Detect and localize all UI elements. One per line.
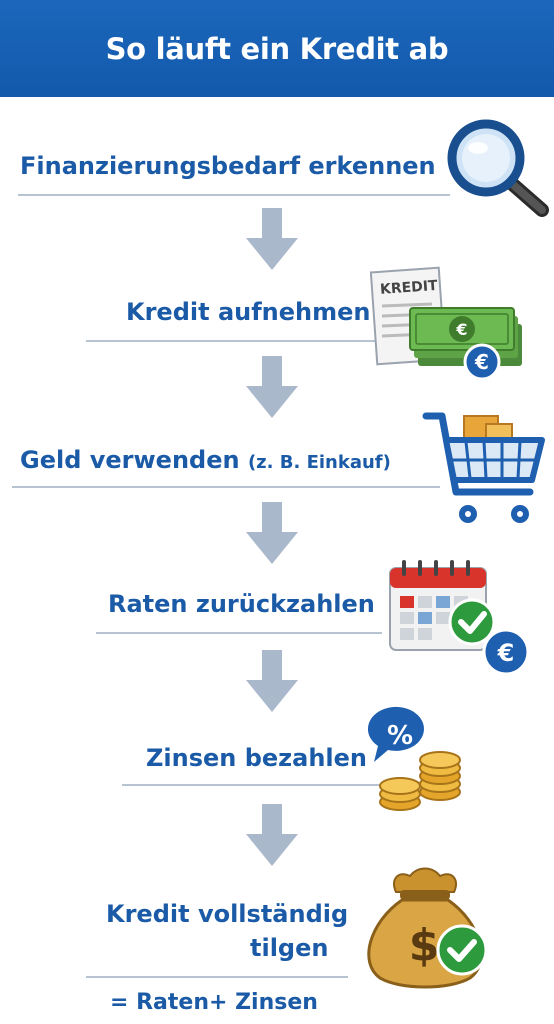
step-4-label: Raten zurückzahlen <box>108 590 375 618</box>
step-6-label-line1: Kredit vollständig <box>106 900 348 928</box>
shopping-cart-icon <box>422 412 545 523</box>
flow-arrow-4 <box>246 650 298 712</box>
percent-coins-icon: % <box>367 706 461 811</box>
percent-bubble-text: % <box>387 721 413 751</box>
euro-badge-2: € <box>497 639 515 667</box>
step-3-text: Geld verwenden <box>20 446 240 474</box>
page-title: So läuft ein Kredit ab <box>105 31 449 66</box>
flow-arrow-2 <box>246 356 298 418</box>
step-4-underline <box>96 632 382 634</box>
title-banner: So läuft ein Kredit ab <box>0 0 554 97</box>
step-5-text: Zinsen bezahlen <box>146 744 368 772</box>
flow-arrow-1 <box>246 208 298 270</box>
magnifier-icon <box>447 119 549 217</box>
document-label: KREDIT <box>380 278 439 298</box>
step-4-text: Raten zurückzahlen <box>108 590 375 618</box>
footer-formula: = Raten+ Zinsen <box>110 990 318 1015</box>
money-bag-check-icon: $ <box>367 867 488 989</box>
euro-badge: € <box>474 350 489 374</box>
dollar-sign: $ <box>409 920 440 971</box>
step-1-text: Finanzierungsbedarf erkennen <box>20 152 436 180</box>
step-6-label-line2: tilgen <box>250 934 328 962</box>
step-1-underline <box>18 194 450 196</box>
step-2-label: Kredit aufnehmen <box>126 298 371 326</box>
step-3-label: Geld verwenden (z. B. Einkauf) <box>20 446 391 474</box>
step-6-text-line1: Kredit vollständig <box>106 900 349 928</box>
step-1-label: Finanzierungsbedarf erkennen <box>20 152 436 180</box>
credit-document-money-icon: KREDIT € € <box>370 266 522 381</box>
step-6-underline <box>86 976 348 978</box>
step-6-text-line2: tilgen <box>250 934 329 962</box>
step-5-underline <box>122 784 382 786</box>
step-5-label: Zinsen bezahlen <box>146 744 367 772</box>
step-3-small-text: (z. B. Einkauf) <box>247 452 391 473</box>
step-2-text: Kredit aufnehmen <box>126 298 371 326</box>
flow-arrow-3 <box>246 502 298 564</box>
bill-euro-symbol: € <box>455 320 467 339</box>
step-3-underline <box>12 486 440 488</box>
calendar-check-euro-icon: € <box>389 560 530 676</box>
step-2-underline <box>86 340 378 342</box>
flow-arrow-5 <box>246 804 298 866</box>
